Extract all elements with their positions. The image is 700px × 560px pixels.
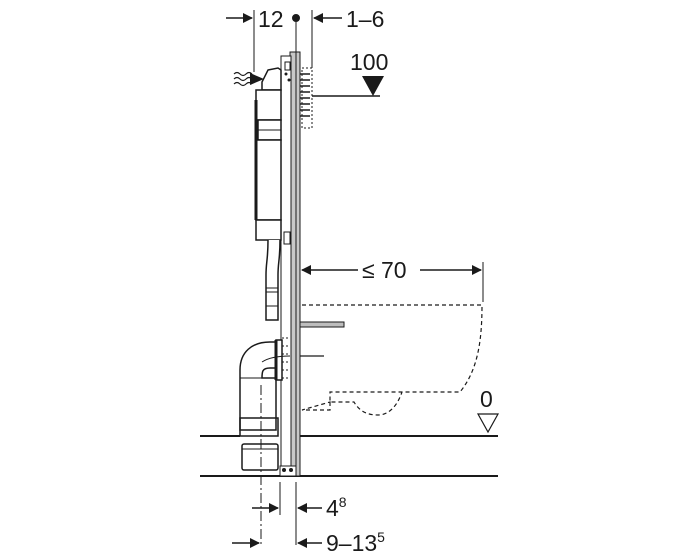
water-inlet-icon [233,71,253,87]
dimension-70 [301,262,484,302]
actuation-plate [300,67,380,129]
drain-pipe [239,337,291,471]
dimension-12-label: 12 [258,6,284,32]
dimension-4-8 [252,482,322,545]
actuation-height-label: 100 [350,49,388,75]
dimension-1-6-label: 1–6 [346,6,384,32]
concealed-cistern [254,67,282,321]
level-marker-open-icon [476,413,500,434]
mounting-bolts [299,321,345,357]
frame-foot-label: 48 [326,494,347,521]
dimension-1-6 [311,10,342,68]
floor-level-label: 0 [480,386,493,412]
frame-depth-label: 9–135 [326,529,385,556]
floor-lines [200,435,498,477]
level-marker-filled-icon [362,76,384,96]
bowl-projection-label: ≤ 70 [362,257,407,283]
dimension-12 [226,10,300,72]
installation-frame [279,51,301,477]
water-inlet-arrow-icon [250,73,264,85]
wc-bowl-outline [301,304,483,416]
